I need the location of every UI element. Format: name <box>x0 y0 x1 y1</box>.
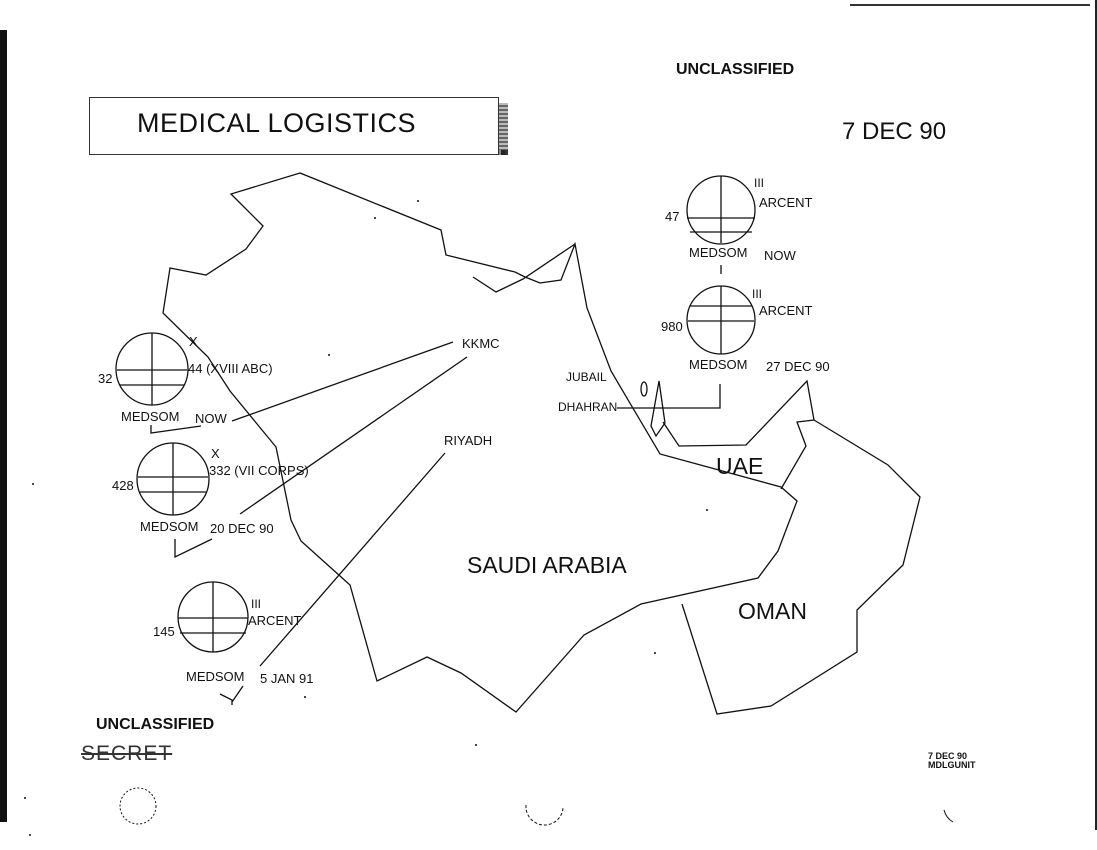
country-saudi-arabia: SAUDI ARABIA <box>467 552 627 578</box>
page-title: MEDICAL LOGISTICS <box>137 108 417 138</box>
note-date: 7 DEC 90 <box>928 751 968 761</box>
place-kkmc: KKMC <box>462 336 500 351</box>
unit-number: 32 <box>98 371 113 386</box>
slide-date: 7 DEC 90 <box>842 118 947 145</box>
unit-timing: 20 DEC 90 <box>210 521 274 536</box>
connector-arcent145-to-riyadh <box>219 452 446 705</box>
echelon-label: III <box>251 597 262 611</box>
unit-number: 980 <box>661 319 683 334</box>
unit-type: MEDSOM <box>140 519 199 534</box>
connector-arcent-to-dhahran <box>617 384 721 409</box>
place-jubail: JUBAIL <box>566 370 607 384</box>
unit-number: 428 <box>112 478 134 493</box>
unit-designation: 332 (VII CORPS) <box>209 463 309 478</box>
note-unit: MDLGUNIT <box>928 760 976 770</box>
unit-type: MEDSOM <box>186 669 245 684</box>
uae-border <box>662 379 815 490</box>
kuwait-border <box>472 243 576 293</box>
country-uae: UAE <box>716 453 764 479</box>
scan-edge-right <box>1095 0 1097 830</box>
connector-vii-to-kkmc <box>174 356 468 559</box>
unit-type: MEDSOM <box>689 357 748 372</box>
echelon-label: III <box>752 287 763 301</box>
unit-symbol-xviii-32 <box>115 332 189 406</box>
stamp-arc-right <box>943 809 954 823</box>
unit-symbol-arcent-145 <box>177 581 249 653</box>
echelon-label: X <box>211 446 220 461</box>
unit-timing: NOW <box>764 248 796 263</box>
unit-timing: 27 DEC 90 <box>766 359 830 374</box>
echelon-label: X <box>189 334 198 349</box>
scan-edge-left <box>0 30 7 822</box>
unit-designation: 44 (XVIII ABC) <box>188 361 273 376</box>
stamp-seal-left <box>119 787 157 825</box>
unit-type: MEDSOM <box>121 409 180 424</box>
qatar-border <box>650 380 666 438</box>
unit-symbol-vii-428 <box>136 442 210 516</box>
classification-bottom: UNCLASSIFIED <box>96 716 215 733</box>
unit-symbol-arcent-980 <box>686 285 756 355</box>
bahrain-island <box>640 381 648 397</box>
saudi-arabia-border <box>162 172 798 713</box>
place-riyadh: RIYADH <box>444 433 493 448</box>
unit-designation: ARCENT <box>248 613 302 628</box>
struck-secret-marking: SECRET <box>81 742 173 765</box>
unit-timing: NOW <box>195 411 227 426</box>
unit-type: MEDSOM <box>689 245 748 260</box>
stamp-arc-center <box>525 804 564 826</box>
oman-border <box>681 419 921 715</box>
unit-number: 47 <box>665 209 680 224</box>
scan-edge-top <box>850 4 1090 6</box>
place-dhahran: DHAHRAN <box>558 400 618 414</box>
title-box: MEDICAL LOGISTICS <box>89 97 499 155</box>
echelon-label: III <box>754 176 765 190</box>
unit-designation: ARCENT <box>759 303 813 318</box>
unit-symbol-arcent-47 <box>686 175 756 245</box>
country-oman: OMAN <box>738 598 807 624</box>
unit-number: 145 <box>153 624 175 639</box>
connector-xviii-to-kkmc <box>150 341 454 434</box>
unit-designation: ARCENT <box>759 195 813 210</box>
unit-timing: 5 JAN 91 <box>260 671 314 686</box>
classification-top: UNCLASSIFIED <box>676 61 795 78</box>
